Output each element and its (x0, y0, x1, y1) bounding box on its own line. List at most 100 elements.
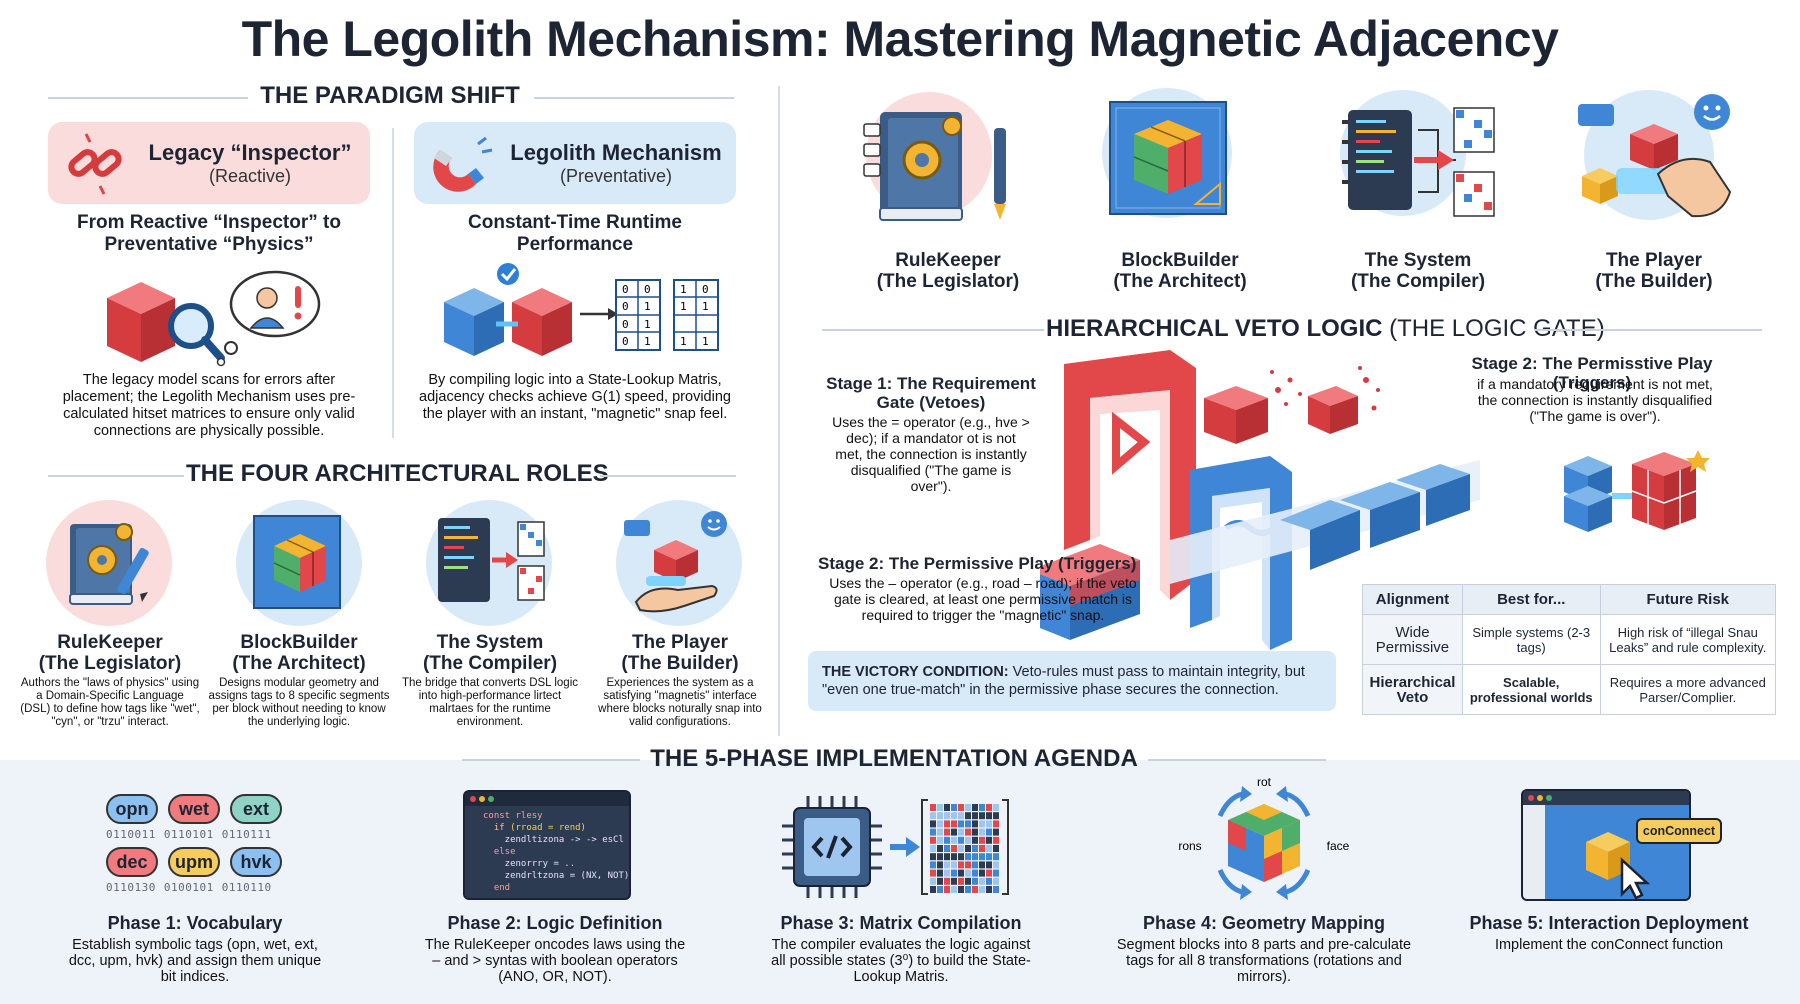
matrix-cell (951, 804, 957, 811)
legacy-title: Legacy “Inspector” (148, 139, 352, 165)
phase-title: Phase 4: Geometry Mapping (1142, 913, 1386, 933)
matrix-cell (972, 853, 978, 861)
role-description: The bridge that converts DSL logic into … (402, 677, 578, 728)
matrix-cell (944, 869, 950, 877)
matrix-cell (965, 877, 971, 885)
table-header: Alignment (1362, 584, 1463, 615)
matrix-cell (958, 820, 964, 828)
divider (48, 97, 248, 99)
legolith-description: By compiling logic into a State-Lookup M… (419, 372, 731, 422)
legacy-subtitle: (Reactive) (208, 165, 292, 186)
matrix-cell (993, 886, 999, 893)
window-dot (1546, 795, 1552, 801)
matrix-cell (958, 836, 964, 844)
matrix-cell (937, 828, 943, 836)
paradigm-heading: THE PARADIGM SHIFT (260, 82, 520, 109)
bit-index: 0110110 (221, 881, 272, 894)
divider (600, 475, 736, 477)
victory-text: Veto-rules must pass to maintain integri… (822, 664, 1305, 698)
matrix-cell (937, 804, 943, 811)
stage1-title: Stage 1: The Requirement Gate (Vetoes) (826, 374, 1036, 412)
matrix-cell (944, 836, 950, 844)
page-title: The Legolith Mechanism: Mastering Magnet… (241, 11, 1559, 67)
matrix-cell (979, 853, 985, 861)
matrix-cell (958, 812, 964, 820)
matrix-cell (930, 820, 936, 828)
matrix-cell (930, 828, 936, 836)
matrix-cell (986, 820, 992, 828)
player-hand-cube-icon (1578, 94, 1732, 218)
phase-title: Phase 1: Vocabulary (107, 913, 283, 933)
state-lookup-matrix (930, 804, 999, 893)
divider (1534, 329, 1762, 331)
tag-pill: ext (230, 794, 282, 824)
compiler-chip-icon (1342, 107, 1495, 217)
snapping-cubes-icon (1564, 450, 1710, 532)
hitset-matrix-b: 1 0 1 1 1 1 (673, 279, 719, 351)
column-divider (778, 86, 780, 736)
role-title: (The Compiler) (1350, 271, 1486, 292)
veto-heading: HIERARCHICAL VETO LOGIC (THE LOGIC GATE) (1046, 315, 1605, 343)
matrix-cell (944, 812, 950, 820)
matrix-cell (937, 812, 943, 820)
code-line: if (rroad = rend) (483, 823, 586, 833)
matrix-cell (993, 812, 999, 820)
role-title: (The Architect) (1113, 271, 1247, 292)
matrix-cell (993, 861, 999, 869)
matrix-compilation-icon (782, 796, 1009, 898)
cube-snap-matrix-icon: 0 0 0 1 0 1 0 1 1 0 1 1 1 1 (444, 263, 719, 356)
tag-pill: hvk (230, 847, 282, 877)
matrix-cell (951, 861, 957, 869)
disintegrating-cube (1204, 366, 1380, 444)
role-description: Designs modular geometry and assigns tag… (208, 677, 390, 728)
matrix-cell (979, 869, 985, 877)
matrix-cell (965, 886, 971, 893)
phase-description: The compiler evaluates the logic against… (771, 937, 1031, 985)
matrix-cell (965, 828, 971, 836)
window-dot (1528, 795, 1534, 801)
matrix-cell (986, 869, 992, 877)
block-inspection-icon (107, 270, 321, 367)
matrix-cell (972, 804, 978, 811)
code-line: zenorrry = .. (483, 859, 576, 869)
rulebook-gear-icon (69, 523, 149, 605)
broken-chain-icon (68, 133, 122, 195)
victory-condition-box: THE VICTORY CONDITION: Veto-rules must p… (808, 651, 1336, 711)
matrix-cell (930, 877, 936, 885)
matrix-cell: 1 (680, 283, 687, 296)
matrix-cell: 1 (644, 335, 651, 348)
window-dot (1537, 795, 1543, 801)
matrix-cell: 1 (644, 318, 651, 331)
matrix-cell (951, 836, 957, 844)
legacy-inspector-card: Legacy “Inspector” (Reactive) (48, 122, 370, 204)
legolith-mechanism-card: Legolith Mechanism (Preventative) (414, 122, 736, 204)
code-editor-window: const rlesy if (rroad = rend) zendltizon… (463, 790, 631, 900)
matrix-cell (993, 804, 999, 811)
matrix-cell: 1 (702, 300, 709, 313)
bit-index: 0100101 (163, 881, 214, 894)
matrix-cell (972, 828, 978, 836)
divider (1148, 759, 1326, 761)
matrix-cell (951, 820, 957, 828)
matrix-cell (951, 886, 957, 893)
phase-description: Implement the conConnect function (1494, 937, 1724, 953)
matrix-cell (965, 853, 971, 861)
tag-pill: upm (168, 847, 220, 877)
geometry-mapping-icon: rot rons face (1178, 775, 1350, 900)
role-title: (The Compiler) (422, 653, 558, 674)
role-name: BlockBuilder (240, 632, 358, 653)
cursor-cube-icon (1586, 832, 1651, 900)
matrix-cell (930, 812, 936, 820)
phase-title: Phase 5: Interaction Deployment (1469, 913, 1749, 933)
magnet-icon (433, 136, 493, 192)
code-line: zendrltzona = (NX, NOT) (483, 871, 630, 881)
matrix-cell (965, 804, 971, 811)
legolith-title: Legolith Mechanism (510, 139, 722, 165)
victory-label: THE VICTORY CONDITION: (822, 664, 1009, 680)
matrix-cell (930, 836, 936, 844)
tag-pill: dec (106, 847, 158, 877)
table-cell: Wide Permissive (1362, 614, 1463, 665)
stage2-description: Uses the – operator (e.g., road – road);… (829, 575, 1137, 623)
matrix-cell (937, 869, 943, 877)
legolith-headline: Constant-Time Runtime Performance (468, 212, 682, 255)
